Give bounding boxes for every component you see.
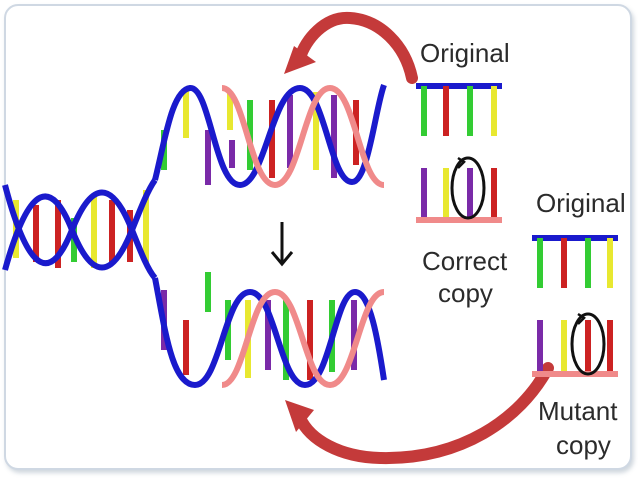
mutant-copy-label-line1: Mutant	[538, 396, 618, 426]
correct-copy-label-line2: copy	[438, 278, 493, 308]
parent-helix	[2, 178, 158, 280]
arrow-down-icon	[270, 222, 294, 267]
correct-copy-panel: Original Correct copy	[416, 38, 510, 308]
mutant-copy-panel: Original Mutant copy	[532, 188, 626, 460]
circle-arrow-icon	[450, 156, 486, 220]
mutant-circle-arrow-icon	[570, 312, 606, 376]
top-daughter-helix	[152, 83, 387, 189]
mutant-copy-label-line2: copy	[556, 430, 611, 460]
top-curved-arrow-icon	[284, 11, 418, 84]
original-label-right: Original	[536, 188, 626, 218]
original-label-top: Original	[420, 38, 510, 68]
bottom-curved-arrow-icon	[285, 362, 554, 465]
correct-copy-label-line1: Correct	[422, 246, 508, 276]
bottom-daughter-helix	[152, 272, 387, 389]
